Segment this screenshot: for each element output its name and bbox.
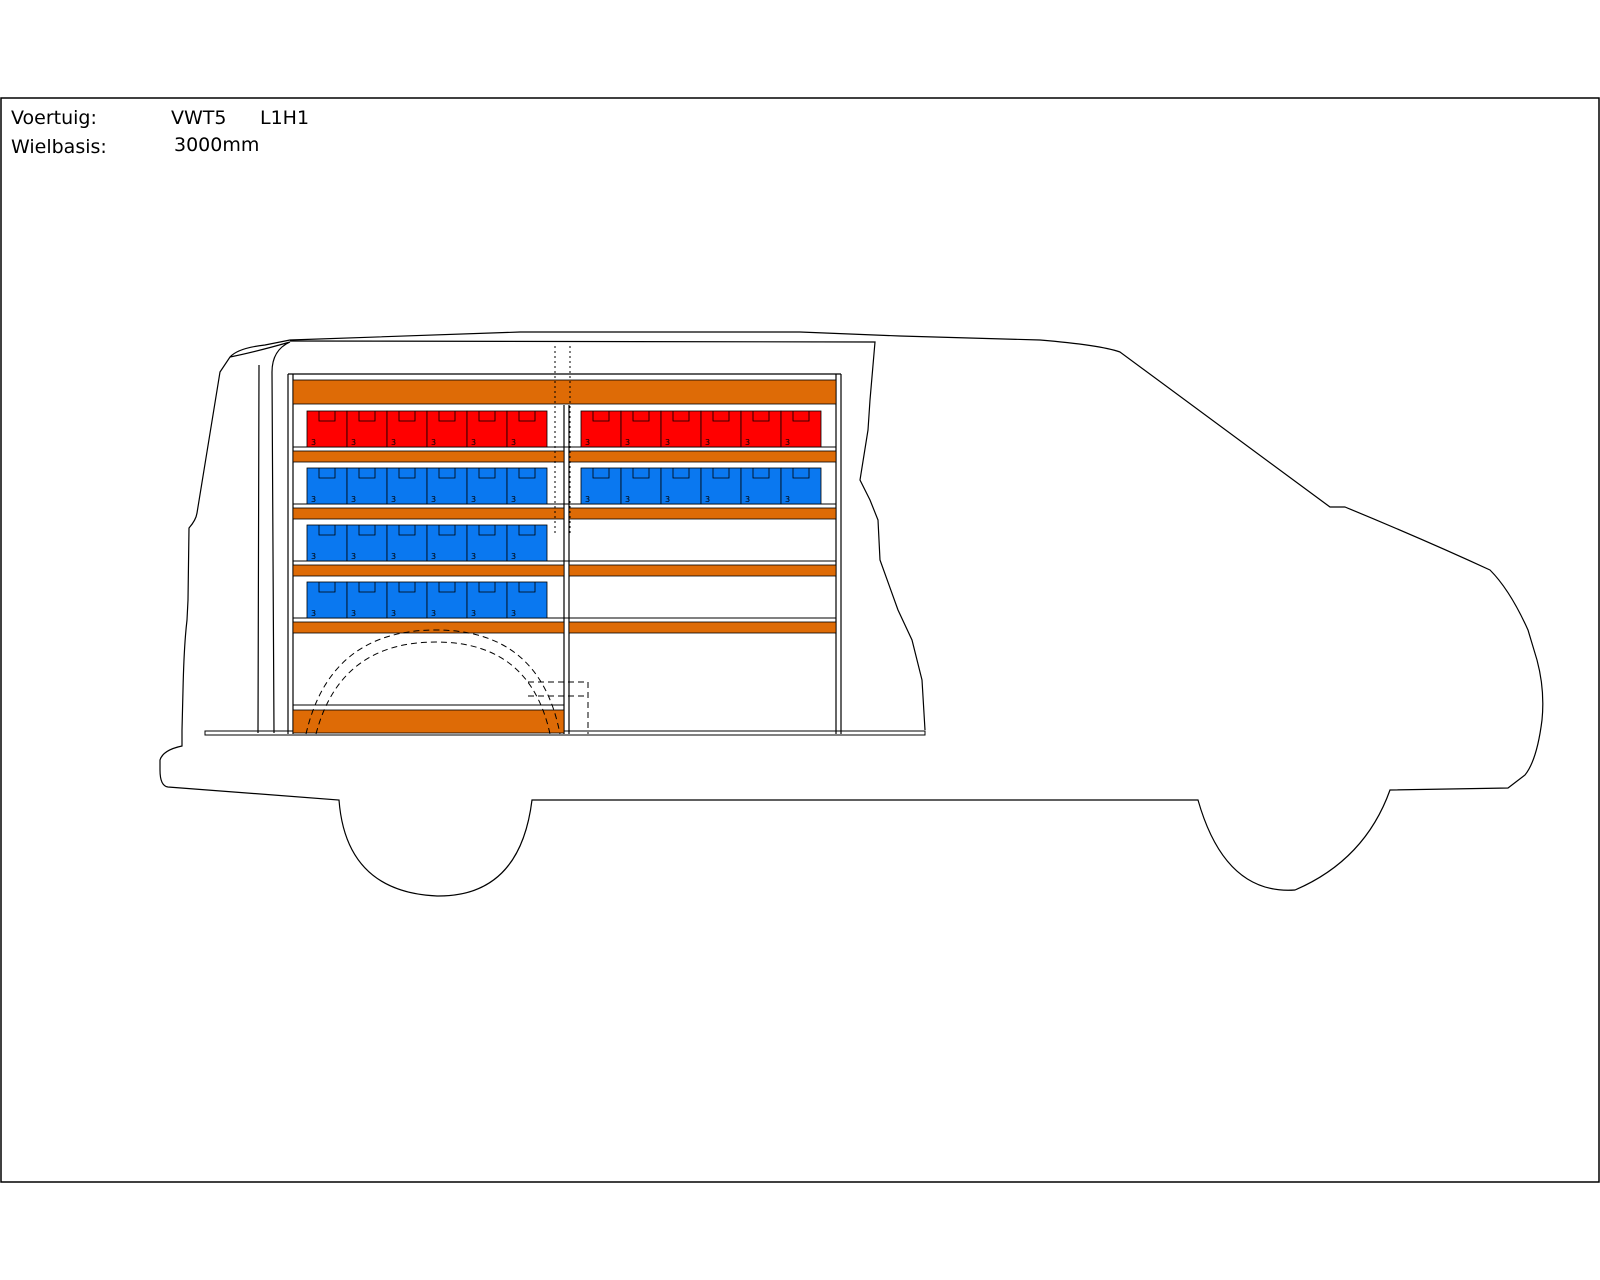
shelf bbox=[568, 507, 837, 520]
storage-bin: 3 bbox=[466, 467, 508, 505]
storage-bin: 3 bbox=[580, 467, 622, 505]
shelf bbox=[568, 450, 837, 463]
storage-bin: 3 bbox=[386, 410, 428, 448]
bin-number: 3 bbox=[431, 438, 436, 447]
storage-bin: 3 bbox=[306, 581, 348, 619]
bin-number: 3 bbox=[471, 552, 476, 561]
shelf-bottom bbox=[292, 709, 565, 734]
bin-number: 3 bbox=[471, 495, 476, 504]
bin-number: 3 bbox=[311, 495, 316, 504]
storage-bin: 3 bbox=[386, 467, 428, 505]
vehicle-value: VWT5 bbox=[171, 107, 226, 129]
bin-number: 3 bbox=[431, 495, 436, 504]
storage-bin: 3 bbox=[780, 467, 822, 505]
bin-number: 3 bbox=[585, 495, 590, 504]
bin-number: 3 bbox=[745, 438, 750, 447]
bin-number: 3 bbox=[625, 438, 630, 447]
shelf bbox=[568, 564, 837, 577]
storage-bin: 3 bbox=[506, 410, 548, 448]
storage-bin: 3 bbox=[426, 581, 468, 619]
wheel-arch-dashed bbox=[305, 629, 589, 735]
shelves bbox=[292, 379, 837, 734]
shelf bbox=[292, 507, 565, 520]
storage-bin: 3 bbox=[306, 410, 348, 448]
bin-number: 3 bbox=[351, 609, 356, 618]
bin-number: 3 bbox=[511, 552, 516, 561]
bin-number: 3 bbox=[785, 495, 790, 504]
wheelbase-label: Wielbasis: bbox=[11, 136, 107, 158]
cab-rear-pillar bbox=[229, 341, 291, 734]
bin-number: 3 bbox=[665, 438, 670, 447]
bin-number: 3 bbox=[391, 609, 396, 618]
storage-bin: 3 bbox=[346, 524, 388, 562]
bin-number: 3 bbox=[391, 438, 396, 447]
van-body-outline bbox=[159, 331, 1544, 897]
storage-bin: 3 bbox=[620, 467, 662, 505]
storage-bin: 3 bbox=[580, 410, 622, 448]
storage-bin: 3 bbox=[386, 581, 428, 619]
bin-number: 3 bbox=[391, 552, 396, 561]
bin-number: 3 bbox=[351, 438, 356, 447]
storage-bin: 3 bbox=[466, 524, 508, 562]
storage-bin: 3 bbox=[466, 581, 508, 619]
bin-number: 3 bbox=[705, 438, 710, 447]
bin-number: 3 bbox=[585, 438, 590, 447]
storage-bin: 3 bbox=[506, 467, 548, 505]
cargo-wall-contour bbox=[289, 340, 926, 731]
bin-number: 3 bbox=[351, 552, 356, 561]
shelf bbox=[292, 564, 565, 577]
bin-number: 3 bbox=[431, 609, 436, 618]
storage-bin: 3 bbox=[660, 410, 702, 448]
bin-number: 3 bbox=[311, 609, 316, 618]
storage-bin: 3 bbox=[740, 410, 782, 448]
storage-bin: 3 bbox=[386, 524, 428, 562]
storage-bin: 3 bbox=[306, 524, 348, 562]
storage-bin: 3 bbox=[740, 467, 782, 505]
vehicle-variant: L1H1 bbox=[260, 107, 309, 129]
storage-bin: 3 bbox=[506, 581, 548, 619]
storage-bin: 3 bbox=[426, 524, 468, 562]
shelf bbox=[292, 621, 565, 634]
bin-number: 3 bbox=[431, 552, 436, 561]
storage-bin: 3 bbox=[426, 467, 468, 505]
storage-bin: 3 bbox=[506, 524, 548, 562]
shelf bbox=[568, 621, 837, 634]
bin-number: 3 bbox=[625, 495, 630, 504]
vehicle-label: Voertuig: bbox=[11, 107, 97, 129]
bin-number: 3 bbox=[745, 495, 750, 504]
storage-bin: 3 bbox=[660, 467, 702, 505]
bin-number: 3 bbox=[471, 609, 476, 618]
cargo-floor bbox=[204, 730, 926, 736]
storage-bin: 3 bbox=[700, 410, 742, 448]
bin-number: 3 bbox=[511, 438, 516, 447]
storage-bin: 3 bbox=[346, 467, 388, 505]
bin-number: 3 bbox=[391, 495, 396, 504]
storage-bin: 3 bbox=[426, 410, 468, 448]
shelf bbox=[292, 450, 565, 463]
bin-number: 3 bbox=[511, 609, 516, 618]
shelf-top bbox=[292, 379, 837, 405]
bin-number: 3 bbox=[351, 495, 356, 504]
bin-number: 3 bbox=[511, 495, 516, 504]
drawing-frame bbox=[0, 97, 1600, 1183]
storage-bin: 3 bbox=[346, 581, 388, 619]
bin-number: 3 bbox=[471, 438, 476, 447]
storage-bin: 3 bbox=[700, 467, 742, 505]
storage-bin: 3 bbox=[780, 410, 822, 448]
pillar-dotted bbox=[554, 346, 571, 534]
wheelbase-value: 3000mm bbox=[174, 134, 259, 156]
storage-bin: 3 bbox=[346, 410, 388, 448]
storage-bin: 3 bbox=[620, 410, 662, 448]
storage-bin: 3 bbox=[306, 467, 348, 505]
bin-number: 3 bbox=[311, 438, 316, 447]
bin-number: 3 bbox=[665, 495, 670, 504]
storage-bin: 3 bbox=[466, 410, 508, 448]
bin-number: 3 bbox=[785, 438, 790, 447]
storage-bins: 3 3 3 3 3 3 3 3 3 3 3 3 3 3 3 3 3 3 3 3 3 3 3 3 3 3 3 3 3 3 3 3 3 3 3 3 bbox=[306, 410, 822, 619]
bin-number: 3 bbox=[311, 552, 316, 561]
bin-number: 3 bbox=[705, 495, 710, 504]
